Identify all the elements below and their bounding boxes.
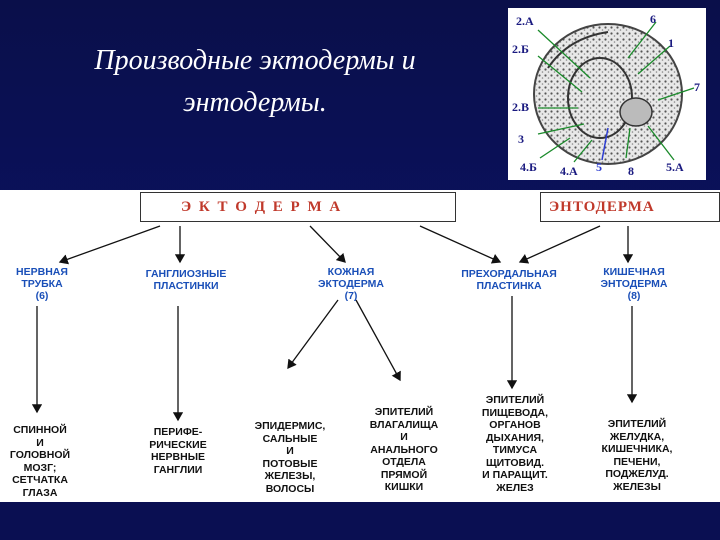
arrow-to-skin-ectoderm bbox=[309, 225, 346, 263]
derivative-peripheral-ganglia: ПЕРИФЕ- РИЧЕСКИЕ НЕРВНЫЕ ГАНГЛИИ bbox=[149, 426, 207, 476]
micro-label-5: 5 bbox=[596, 160, 602, 174]
derivative-esophagus-respiratory: ЭПИТЕЛИЙ ПИЩЕВОДА, ОРГАНОВ ДЫХАНИЯ, ТИМУ… bbox=[481, 394, 549, 494]
derivative-brain-retina: СПИННОЙ И ГОЛОВНОЙ МОЗГ; СЕТЧАТКА ГЛАЗА bbox=[9, 424, 71, 499]
micro-label-7: 7 bbox=[694, 80, 700, 94]
micro-label-3: 3 bbox=[518, 132, 524, 146]
source-prechordal-plate: ПРЕХОРДАЛЬНАЯ ПЛАСТИНКА bbox=[461, 268, 557, 292]
micro-label-6: 6 bbox=[650, 12, 656, 26]
diagram-panel bbox=[0, 190, 720, 502]
derivative-vaginal-anal-epithelium: ЭПИТЕЛИЙ ВЛАГАЛИЩА И АНАЛЬНОГО ОТДЕЛА ПР… bbox=[369, 406, 439, 493]
title-line-1: Производные эктодермы и bbox=[94, 45, 416, 76]
endoderm-header: ЭНТОДЕРМА bbox=[540, 192, 720, 222]
micro-label-4b: 4.Б bbox=[520, 160, 537, 174]
micrograph-image: 2.А 6 2.Б 1 7 2.В 3 4.Б 4.А 5 8 5.А bbox=[508, 8, 706, 180]
derivative-epidermis-glands: ЭПИДЕРМИС, САЛЬНЫЕ И ПОТОВЫЕ ЖЕЛЕЗЫ, ВОЛ… bbox=[254, 420, 326, 495]
slide-title: Производные эктодермы и энтодермы. bbox=[20, 40, 490, 124]
source-gut-endoderm: КИШЕЧНАЯ ЭНТОДЕРМА (8) bbox=[600, 266, 668, 302]
bottom-strip bbox=[0, 502, 720, 540]
micro-label-1: 1 bbox=[668, 36, 674, 50]
micro-label-2b: 2.Б bbox=[512, 42, 529, 56]
arrow-to-epidermis bbox=[287, 299, 339, 370]
arrow-endo-to-prechordal bbox=[518, 225, 601, 264]
micrograph-drawing bbox=[533, 21, 695, 165]
micro-label-4a: 4.А bbox=[560, 164, 578, 178]
micro-label-5a: 5.А bbox=[666, 160, 684, 174]
source-skin-ectoderm: КОЖНАЯ ЭКТОДЕРМА (7) bbox=[318, 266, 384, 302]
arrow-ecto-to-prechordal bbox=[419, 225, 502, 264]
arrow-to-neural-tube bbox=[58, 225, 161, 265]
source-ganglion-plates: ГАНГЛИОЗНЫЕ ПЛАСТИНКИ bbox=[145, 268, 227, 292]
title-line-2: энтодермы. bbox=[183, 87, 327, 118]
micro-label-2v: 2.В bbox=[512, 100, 530, 114]
micro-label-8: 8 bbox=[628, 164, 634, 178]
ectoderm-header: Э К Т О Д Е Р М А bbox=[140, 192, 456, 222]
source-neural-tube: НЕРВНАЯ ТРУБКА (6) bbox=[16, 266, 68, 302]
micro-label-2a: 2.А bbox=[516, 14, 534, 28]
arrow-to-vaginal-epithelium bbox=[355, 299, 401, 382]
derivative-gut-liver-pancreas: ЭПИТЕЛИЙ ЖЕЛУДКА, КИШЕЧНИКА, ПЕЧЕНИ, ПОД… bbox=[601, 418, 673, 493]
